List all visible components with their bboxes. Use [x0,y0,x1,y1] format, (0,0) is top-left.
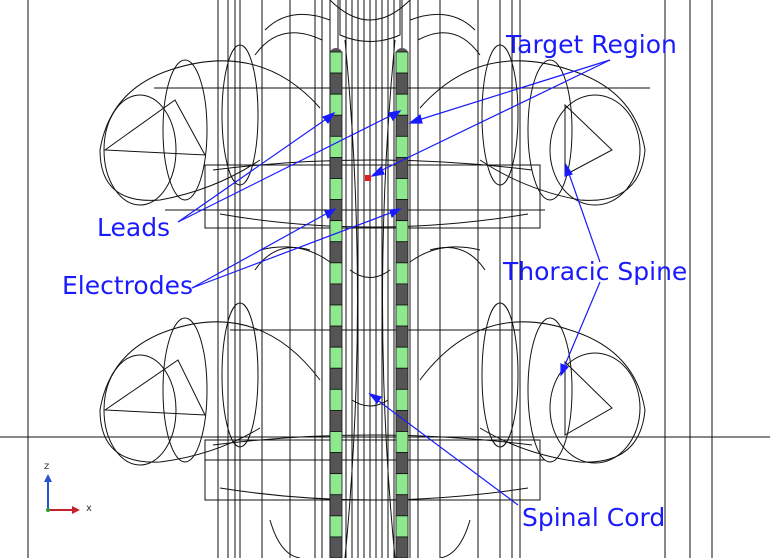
lead-insulation [395,241,409,264]
lead-insulation [329,494,343,517]
electrode-contact [329,473,343,496]
lead-insulation [329,325,343,348]
axis-label-x: x [86,503,92,514]
lead-right [395,48,409,558]
lead-left [329,48,343,558]
lead-insulation [329,114,343,137]
arrow-thoracic-spine [560,163,601,377]
electrode-contact [329,388,343,411]
arrow-spinal-cord [368,392,519,506]
lead-insulation [395,494,409,517]
arrow-leads [177,110,402,223]
lead-insulation [329,536,343,558]
spinal-cord-outline [344,39,396,558]
thoracic-vertebra-upper [99,0,646,229]
electrode-contact [395,388,409,411]
lead-insulation [329,241,343,264]
lead-insulation [395,72,409,95]
lead-insulation [395,325,409,348]
electrode-contact [329,93,343,116]
lead-insulation [329,410,343,432]
electrode-contact [395,346,409,369]
label-leads: Leads [97,213,171,242]
axis-triad [44,474,80,514]
electrode-contact [395,220,409,243]
electrode-contact [395,51,409,74]
electrode-contact [329,51,343,74]
thoracic-vertebra-lower [99,246,646,558]
lead-insulation [329,367,343,390]
electrode-contact [329,220,343,243]
electrode-contact [329,346,343,369]
annotation-arrows [177,59,611,506]
label-thoracic-spine: Thoracic Spine [503,257,688,286]
lead-insulation [395,536,409,558]
electrode-contact [329,262,343,285]
lead-insulation [329,157,343,179]
lead-insulation [329,283,343,306]
lead-insulation [329,72,343,95]
lead-insulation [395,114,409,137]
electrode-contact [329,178,343,200]
label-electrodes: Electrodes [62,271,193,300]
electrode-contact [329,515,343,538]
axis-label-z: z [44,461,50,472]
electrode-contact [329,431,343,453]
electrode-contact [329,135,343,158]
electrode-contact [395,473,409,496]
electrode-contact [395,304,409,327]
lead-insulation [329,452,343,475]
electrode-contact [395,262,409,285]
electrode-contact [395,135,409,158]
arrow-electrodes [191,208,402,289]
vertical-grid-lines [27,0,713,558]
electrode-contact [329,304,343,327]
electrode-contact [395,431,409,453]
target-marker [365,175,371,181]
electrode-contact [395,178,409,200]
label-spinal-cord: Spinal Cord [522,503,666,532]
lead-insulation [395,367,409,390]
lead-insulation [395,283,409,306]
lead-insulation [395,452,409,475]
label-target-region: Target Region [506,30,677,59]
arrow-target-region [370,59,611,177]
electrode-contact [395,515,409,538]
